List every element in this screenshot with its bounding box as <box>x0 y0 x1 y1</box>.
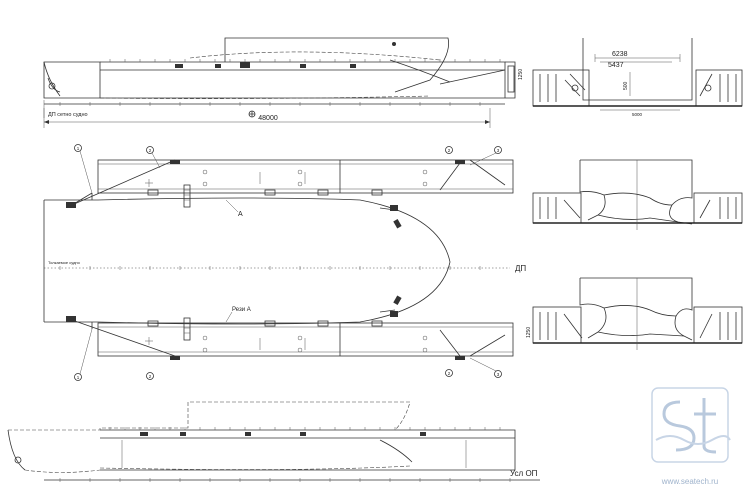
callout-2-lower: 2 <box>149 374 152 379</box>
callout-1-lower: 1 <box>77 375 80 380</box>
callout-3-upper: 3 <box>497 148 500 153</box>
plan-view: ДП Толкаемое судно <box>43 144 526 381</box>
draft-label: 1250 <box>518 69 524 80</box>
cross-section-lower: 1250 <box>526 277 743 350</box>
detail-a-label: A <box>238 211 243 218</box>
push-a-label: Рези А <box>232 307 251 313</box>
callout-2b-upper: 2 <box>448 148 451 153</box>
callout-3-lower: 3 <box>497 372 500 377</box>
depth-dimension-500: 500 <box>623 81 629 90</box>
seatech-watermark: www.seatech.ru <box>651 387 731 486</box>
overall-length-dimension: 48000 <box>258 115 278 122</box>
section-draft-label: 1250 <box>526 327 532 338</box>
callout-1-upper: 1 <box>77 146 80 151</box>
cross-section-top: 6238 5437 500 5000 <box>532 38 743 117</box>
base-line-label: Усл ОП <box>510 469 538 478</box>
callout-2-upper: 2 <box>149 148 152 153</box>
logo-wave <box>655 435 731 445</box>
centerline-pushed-vessel-label: ДП сетно судно <box>48 112 88 118</box>
width-dimension-6238: 6238 <box>612 51 628 58</box>
cross-section-middle <box>532 159 743 230</box>
width-dimension-5437: 5437 <box>608 62 624 69</box>
pushed-vessel-label: Толкаемое судно <box>48 260 81 265</box>
watermark-url: www.seatech.ru <box>661 477 718 486</box>
side-elevation-bottom: Усл ОП <box>7 401 540 482</box>
callout-2b-lower: 2 <box>448 371 451 376</box>
centerline-label: ДП <box>515 264 526 273</box>
section-width-label: 5000 <box>632 112 643 117</box>
side-elevation-top: 48000 ДП сетно судно 1250 <box>43 37 524 128</box>
logo-t-glyph <box>694 398 717 454</box>
